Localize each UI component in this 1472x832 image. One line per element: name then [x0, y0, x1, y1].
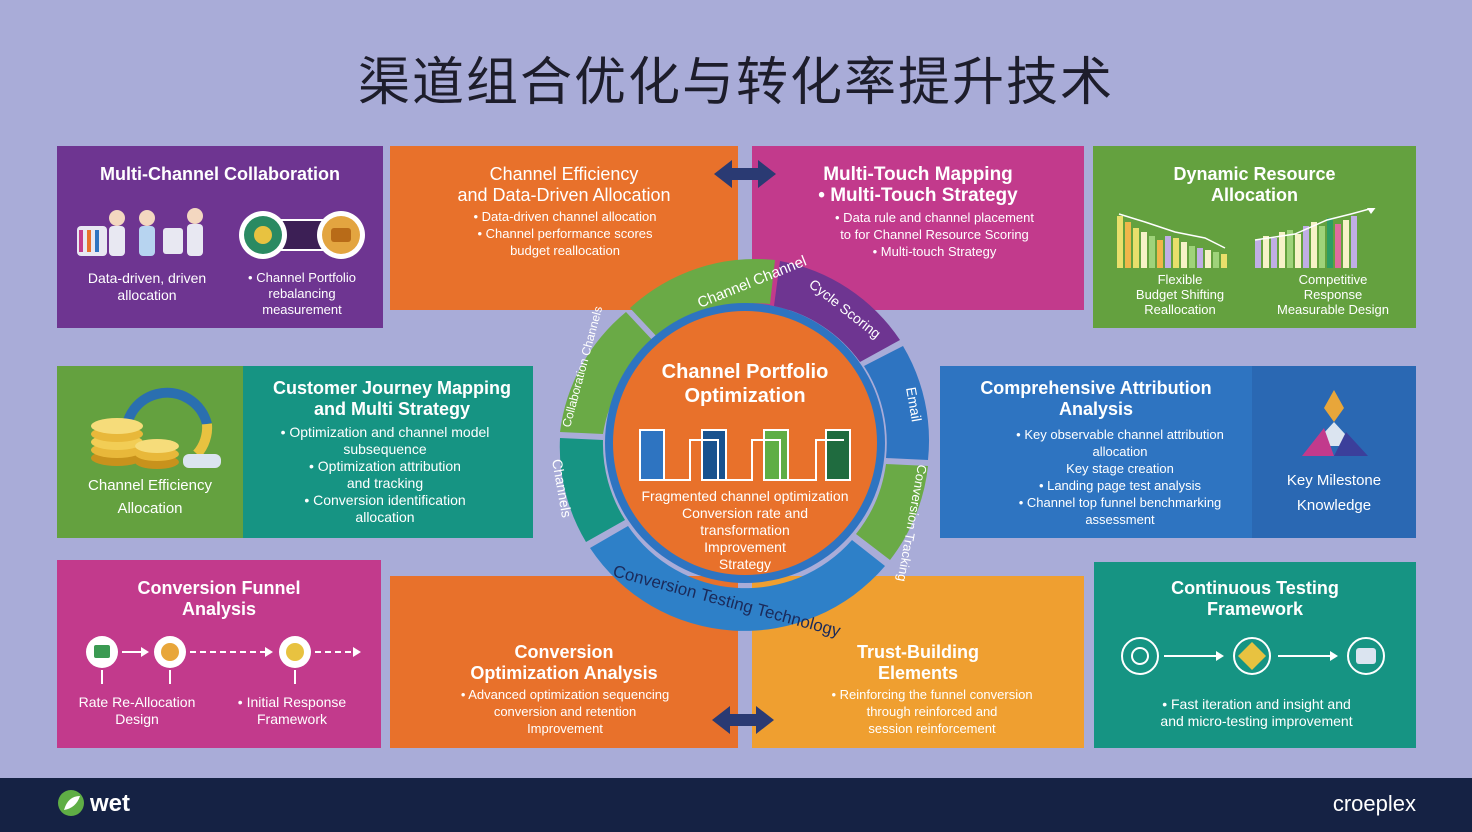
panel-title: Channel Efficiency and Data-Driven Alloc… — [457, 164, 671, 205]
ring-segment-top-left — [560, 312, 656, 434]
center-text: Fragmented channel optimization Conversi… — [641, 488, 849, 572]
panel-title: Conversion Optimization Analysis — [470, 642, 658, 683]
panel-testing: Continuous Testing Framework • Fast iter… — [1094, 562, 1416, 748]
ring-segment-bottom — [590, 526, 885, 631]
panel-title: Continuous Testing Framework — [1171, 578, 1339, 619]
panel-title: Trust-Building Elements — [857, 642, 979, 683]
footer-left-logo: wet — [90, 790, 131, 817]
panel-text: • Data rule and channel placement to for… — [835, 210, 1034, 259]
panel-attribution: Comprehensive Attribution Analysis • Key… — [940, 366, 1252, 538]
panel-title: Conversion Funnel Analysis — [137, 578, 301, 619]
ring-segment-right — [864, 346, 930, 460]
panel-icon-caption: Channel Efficiency Allocation — [88, 477, 212, 517]
double-arrow-top-icon — [714, 160, 776, 188]
panel-title: Multi-Touch Mapping • Multi-Touch Strate… — [818, 164, 1018, 206]
double-arrow-bottom-icon — [712, 706, 774, 734]
panel-multi-channel: Multi-Channel Collaboration Data-driven,… — [57, 146, 383, 328]
center-bar — [763, 429, 789, 481]
panel-customer-journey: Customer Journey Mapping and Multi Strat… — [243, 366, 533, 538]
panel-text: • Key observable channel attribution all… — [1016, 427, 1224, 527]
milestone-icon — [1302, 390, 1368, 456]
coins-icon — [91, 387, 221, 469]
page-title: 渠道组合优化与转化率提升技术 — [357, 53, 1114, 113]
funnel-flow-icon — [86, 636, 361, 684]
leaf-logo-icon — [58, 790, 84, 816]
panel-left-text: Data-driven, driven allocation — [87, 270, 207, 303]
footer-right-logo: croeplex — [1332, 791, 1416, 816]
bar-chart-icon — [1117, 208, 1376, 268]
ring-segment-bottom-right — [856, 464, 928, 560]
people-icon — [77, 208, 203, 256]
panel-trust: Trust-Building Elements • Reinforcing th… — [752, 576, 1084, 748]
panel-funnel: Conversion Funnel Analysis Rate Re-Alloc… — [57, 560, 381, 748]
footer: wet croeplex — [0, 778, 1472, 832]
panel-dynamic-resource: Dynamic Resource Allocation Flexible Bud… — [1093, 146, 1416, 328]
panel-right-text: • Initial Response Framework — [237, 694, 347, 727]
panel-text: • Advanced optimization sequencing conve… — [460, 687, 670, 736]
panel-title: Dynamic Resource Allocation — [1173, 164, 1336, 205]
center-bar — [639, 429, 665, 481]
panel-left-text: Flexible Budget Shifting Reallocation — [1135, 272, 1225, 317]
central-ring-diagram: Channel Channel Cycle Scoring Email Conv… — [549, 253, 930, 641]
panel-text: • Data-driven channel allocation • Chann… — [473, 209, 657, 258]
panel-channel-efficiency-icon: Channel Efficiency Allocation — [57, 366, 243, 538]
panel-right-text: Competitive Response Measurable Design — [1276, 272, 1389, 317]
testing-cycle-icon — [1121, 637, 1385, 675]
panel-milestone: Key Milestone Knowledge — [1252, 366, 1416, 538]
center-title: Channel Portfolio Optimization — [661, 361, 829, 407]
panel-title: Multi-Channel Collaboration — [100, 164, 340, 184]
ring-segment-left — [559, 438, 625, 542]
center-bar — [825, 429, 851, 481]
ring-segment-top-right — [774, 261, 900, 362]
center-bar — [701, 429, 727, 481]
panel-text: • Fast iteration and insight and and mic… — [1160, 696, 1353, 729]
panel-channel-efficiency: Channel Efficiency and Data-Driven Alloc… — [390, 146, 738, 310]
panel-text: • Optimization and channel model subsequ… — [280, 424, 490, 525]
panel-title: Customer Journey Mapping and Multi Strat… — [272, 378, 512, 419]
panel-title: Comprehensive Attribution Analysis — [980, 378, 1212, 419]
ring-label-right: Email — [903, 386, 925, 423]
panel-icon-caption: Key Milestone Knowledge — [1286, 472, 1382, 514]
channel-portfolio-icon — [239, 211, 365, 259]
ring-segment-top — [630, 258, 775, 340]
panel-text: • Reinforcing the funnel conversion thro… — [831, 687, 1033, 736]
panel-left-text: Rate Re-Allocation Design — [78, 694, 196, 727]
panel-right-text: • Channel Portfolio rebalancing measurem… — [248, 270, 356, 317]
